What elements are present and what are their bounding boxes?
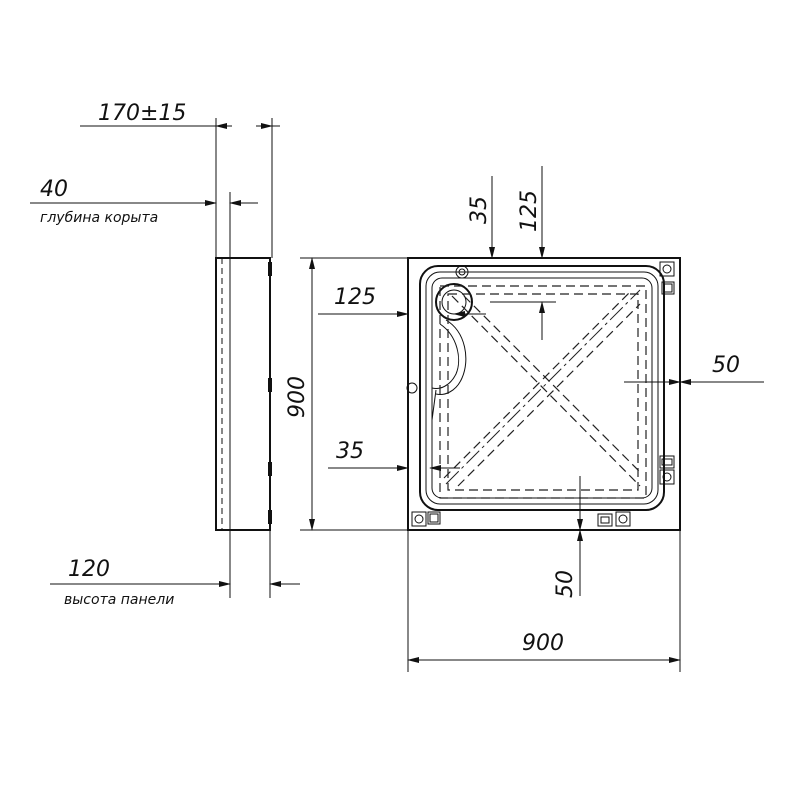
support-frame [439, 285, 647, 499]
right-margin-label: 50 [712, 353, 740, 378]
drain-icon [435, 283, 473, 321]
left-margin-label: 35 [336, 439, 364, 464]
side-view-body [215, 257, 271, 531]
bottom-margin-label: 50 [553, 570, 578, 598]
side-view: 170±15 40 глубина корыта 120 высота пане… [30, 101, 408, 608]
drain-offset-left-label: 125 [334, 285, 376, 310]
leg-mark [268, 510, 272, 524]
plan-view: 900 35 125 125 35 50 50 [318, 166, 764, 672]
corner-leg [597, 513, 613, 527]
corner-leg [659, 469, 675, 485]
corner-leg [455, 265, 469, 279]
tray-depth-caption: глубина корыта [40, 210, 158, 226]
leg-mark [268, 262, 272, 276]
corner-leg [406, 382, 418, 394]
tray-outer-rim [407, 257, 681, 531]
tray-depth-label: 40 [40, 177, 68, 202]
tray-basin [419, 265, 665, 511]
corner-leg [615, 511, 631, 527]
corner-leg [411, 511, 427, 527]
corner-leg [427, 511, 441, 525]
leg-mark [268, 378, 272, 392]
drain-offset-x-label: 35 [467, 196, 492, 224]
corner-leg [661, 281, 675, 295]
leg-mark [268, 462, 272, 476]
total-height-label: 170±15 [98, 101, 186, 126]
corner-leg [659, 261, 675, 277]
plan-width-label: 900 [522, 631, 564, 656]
corner-leg [659, 455, 675, 469]
side-length-label: 900 [285, 376, 310, 418]
panel-height-label: 120 [68, 557, 110, 582]
drain-offset-y-label: 125 [517, 190, 542, 232]
panel-height-caption: высота панели [64, 592, 174, 608]
